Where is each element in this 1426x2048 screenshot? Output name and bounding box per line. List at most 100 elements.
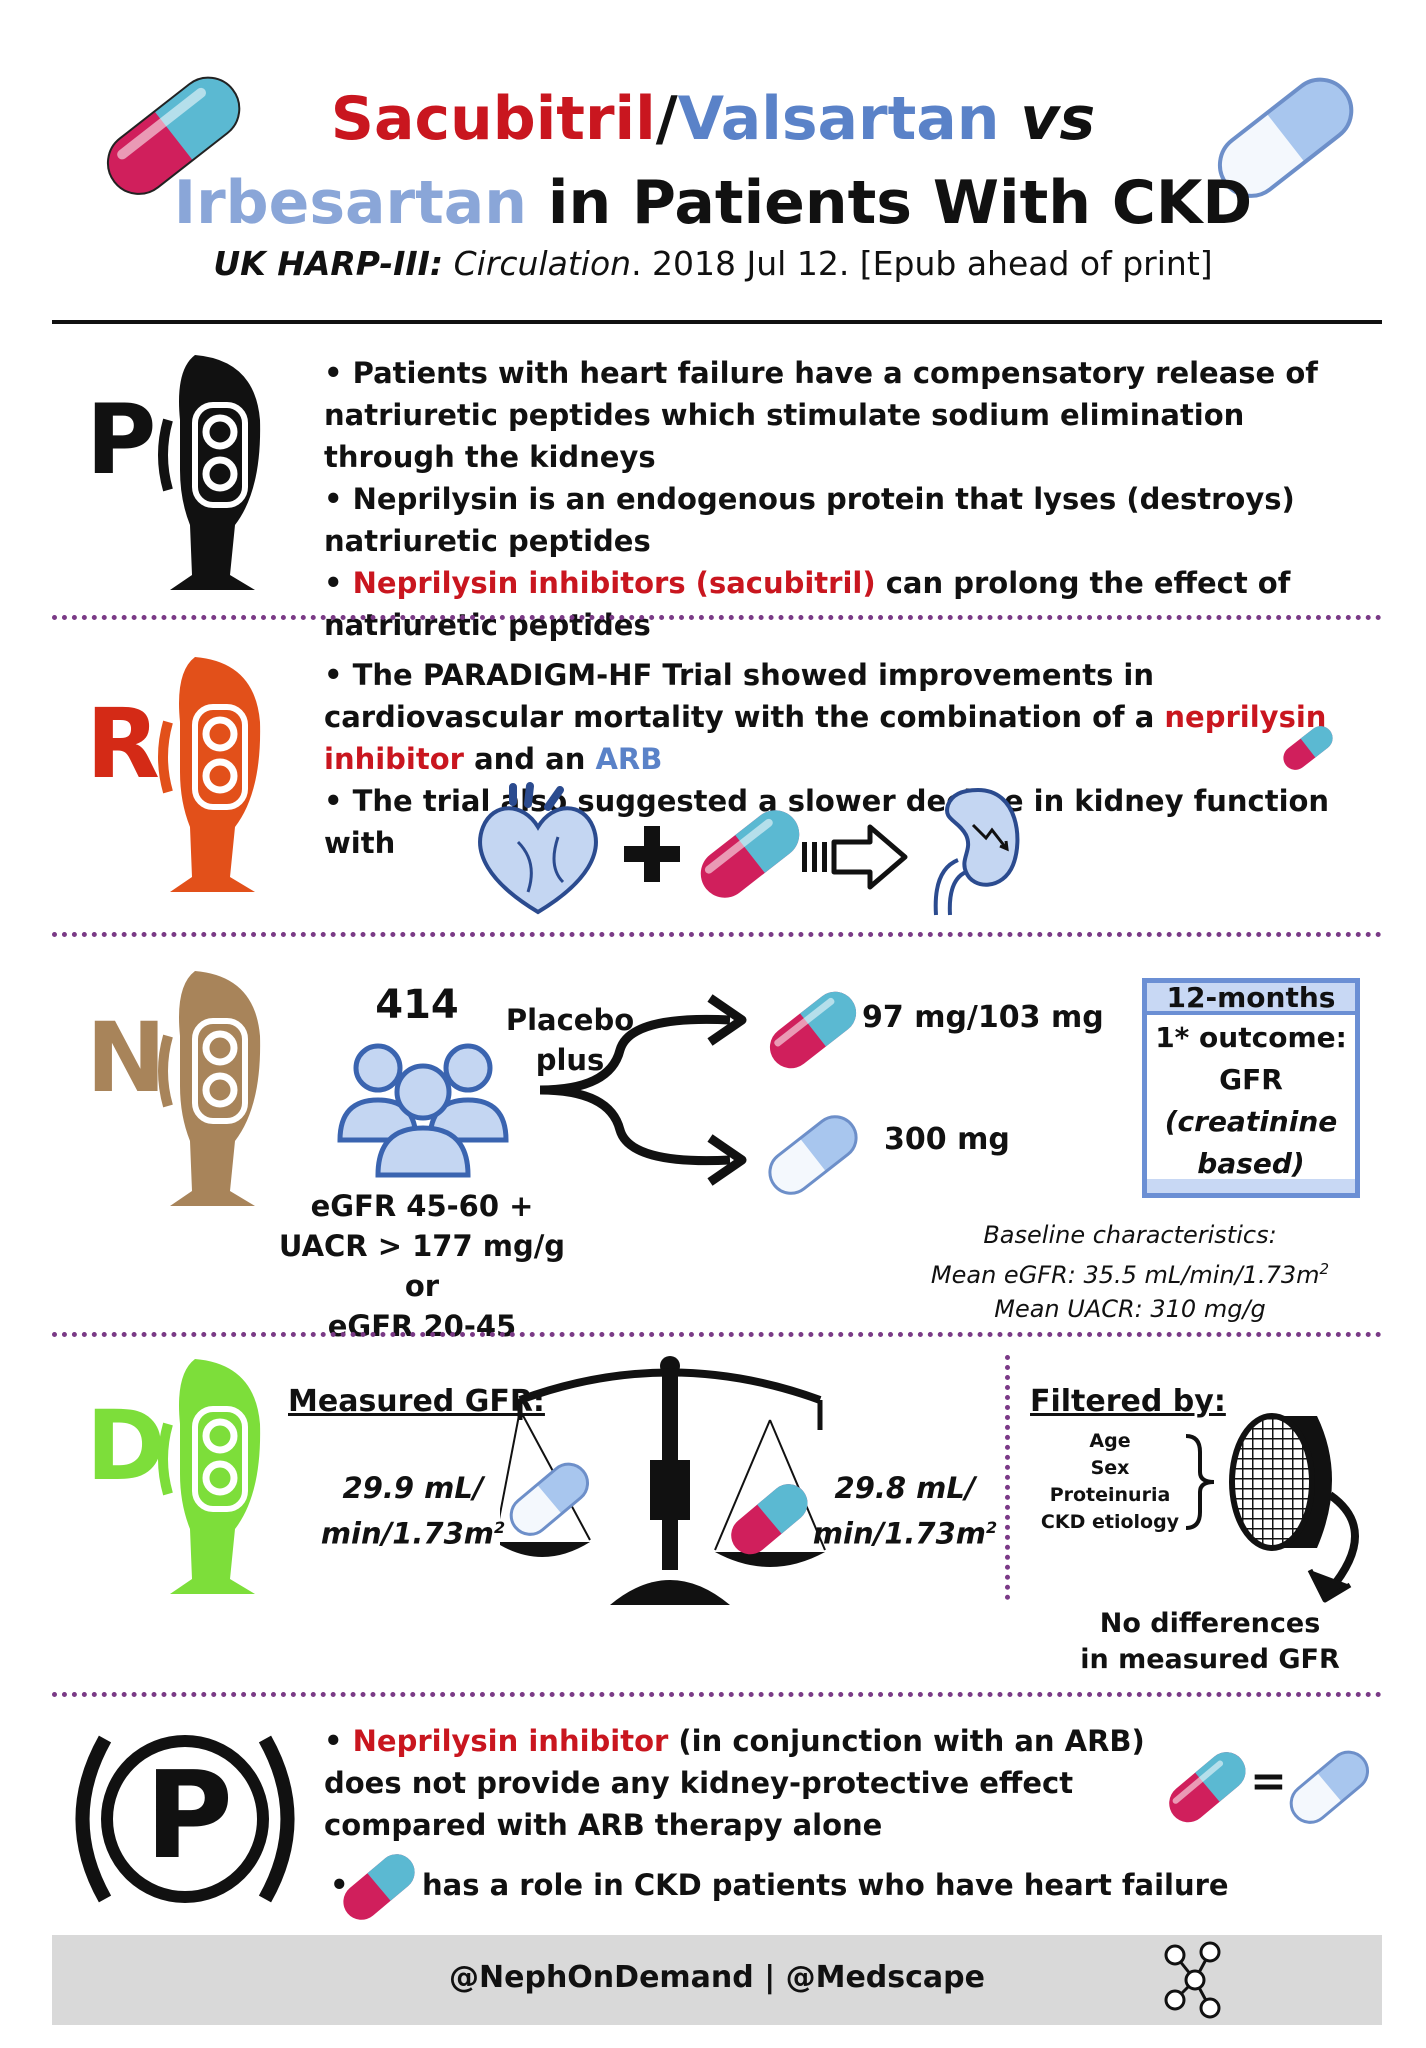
filter-ckd-etiology: CKD etiology	[1040, 1511, 1180, 1533]
network-people-icon	[1164, 1941, 1221, 2019]
title-rest: in Patients With CKD	[547, 168, 1253, 238]
right-gfr-unit: min/1.73m	[812, 1516, 987, 1551]
n-letter: N	[86, 1002, 167, 1114]
divider-1	[52, 615, 1382, 620]
right-gfr-line-1: 29.8 mL/	[834, 1471, 976, 1505]
p-bullet-3-highlight: Neprilysin inhibitors (sacubitril)	[352, 566, 876, 600]
outcome-line-1: 1* outcome:	[1155, 1021, 1347, 1054]
conclusion-bullet-1: • Neprilysin inhibitor (in conjunction w…	[324, 1720, 1184, 1846]
page-title-line-2: Irbesartan in Patients With CKD	[0, 166, 1426, 240]
left-gfr-sup: 2	[494, 1518, 506, 1537]
no-differences: No differences in measured GFR	[1080, 1606, 1340, 1678]
header-divider	[52, 320, 1382, 324]
r-bullet-1-neprilysin: neprilysin inhibitor	[324, 700, 1327, 776]
citation: UK HARP-III: Circulation. 2018 Jul 12. […	[0, 244, 1426, 283]
page-title-line-1: Sacubitril/Valsartan vs	[0, 82, 1426, 156]
conclusion-bullet-2: has a role in CKD patients who have hear…	[422, 1868, 1229, 1902]
conclusion-neprilysin: Neprilysin inhibitor	[352, 1724, 669, 1758]
divider-4	[52, 1692, 1382, 1697]
plus-icon	[624, 826, 680, 882]
d-shield-icon	[158, 1359, 261, 1594]
right-gfr-sup: 2	[986, 1518, 998, 1537]
curved-arrow-icon	[1307, 1491, 1359, 1603]
conclusion-text-1: • Neprilysin inhibitor (in conjunction w…	[324, 1720, 1184, 1846]
outcome-line-4: based)	[1197, 1147, 1305, 1180]
r-bullets: • The PARADIGM-HF Trial showed improveme…	[324, 654, 1364, 864]
n-criteria-2: UACR > 177 mg/g or	[278, 1229, 566, 1303]
p-bullet-2: • Neprilysin is an endogenous protein th…	[324, 482, 1295, 558]
equals-sign: =	[1250, 1756, 1287, 1807]
p-bullet-1: • Patients with heart failure have a com…	[324, 356, 1318, 474]
n-criteria-1: eGFR 45-60 +	[310, 1189, 534, 1223]
equals-left-pill-icon	[1169, 1752, 1246, 1823]
divider-2	[52, 932, 1382, 937]
n-criteria-3: eGFR 20-45	[327, 1309, 517, 1343]
balance-scale-icon	[500, 1356, 826, 1605]
right-gfr-line-2: min/1.73m2	[810, 1508, 1000, 1554]
n-criteria: eGFR 45-60 + UACR > 177 mg/g or eGFR 20-…	[262, 1186, 582, 1346]
filter-sex: Sex	[1090, 1457, 1130, 1479]
kidney-declining-icon	[933, 787, 1020, 916]
outcome-box: 12-months 1* outcome: GFR (creatinine ba…	[1142, 978, 1360, 1198]
citation-journal: Circulation	[453, 244, 632, 283]
n-count: 414	[375, 982, 459, 1028]
n-placebo: Placebo plus	[505, 1003, 635, 1077]
title-irbesartan: Irbesartan	[173, 168, 527, 238]
branch-arrows-icon	[539, 994, 747, 1186]
combo-pill-icon	[700, 810, 800, 898]
r-letter: R	[86, 688, 160, 800]
title-slash: /	[655, 84, 678, 154]
brace-icon	[1185, 1434, 1215, 1530]
footer-handles: @NephOnDemand | @Medscape	[449, 1960, 985, 1995]
r-bullet-1: • The PARADIGM-HF Trial showed improveme…	[324, 654, 1364, 780]
outcome-box-header: 12-months	[1147, 983, 1355, 1015]
irb-pill-icon	[768, 1115, 858, 1195]
no-differences-line-2: in measured GFR	[1080, 1644, 1340, 1675]
filter-age: Age	[1089, 1430, 1131, 1452]
filters-list: Age Sex Proteinuria CKD etiology	[1040, 1428, 1180, 1536]
p-letter: P	[86, 384, 157, 496]
r-shield-icon	[158, 657, 261, 892]
baseline-egfr: Mean eGFR: 35.5 mL/min/1.73m2	[900, 1252, 1360, 1292]
left-gfr-line-2: min/1.73m2	[318, 1508, 508, 1554]
citation-trial: UK HARP-III:	[213, 244, 444, 283]
title-valsartan: Valsartan	[677, 84, 1000, 154]
left-gfr-line-1: 29.9 mL/	[342, 1471, 484, 1505]
baseline-title: Baseline characteristics:	[983, 1221, 1277, 1249]
arrow-right-icon	[802, 824, 908, 890]
r-inline-pill-icon	[1283, 726, 1333, 770]
title-vs: vs	[1020, 84, 1096, 154]
r-bullet-1-arb: ARB	[595, 742, 663, 776]
d-vertical-divider	[1005, 1355, 1010, 1600]
heart-icon	[478, 782, 598, 915]
parking-p-icon	[75, 1735, 295, 1903]
n-shield-icon	[158, 971, 261, 1206]
conclusion-rest-1: (in conjunction with an ARB) does not pr…	[324, 1724, 1145, 1842]
conclusion-pill-icon	[343, 1854, 415, 1920]
p-bullet-3-rest: can prolong the effect of natriuretic pe…	[324, 566, 1291, 642]
measured-gfr-title: Measured GFR:	[288, 1384, 545, 1419]
p-bullet-3: • Neprilysin inhibitors (sacubitril) can…	[324, 562, 1364, 646]
baseline-egfr-text: Mean eGFR: 35.5 mL/min/1.73m	[930, 1261, 1320, 1289]
filter-mesh-icon	[1229, 1413, 1332, 1551]
r-bullet-1-mid: and an	[463, 742, 596, 776]
r-bullet-1-text: • The PARADIGM-HF Trial showed improveme…	[324, 658, 1165, 734]
header-pill-right-icon	[1217, 77, 1354, 198]
p-shield-icon	[158, 355, 261, 590]
scale-left-pill-icon	[509, 1462, 590, 1536]
sv-pill-icon	[769, 991, 857, 1069]
n-dose-irb: 300 mg	[884, 1122, 1010, 1157]
left-gfr-unit: min/1.73m	[320, 1516, 495, 1551]
conclusion-mark-1: •	[324, 1724, 353, 1758]
left-gfr-value: 29.9 mL/ min/1.73m2	[318, 1468, 508, 1554]
conclusion-letter: P	[145, 1747, 233, 1886]
divider-3	[52, 1332, 1382, 1337]
baseline: Baseline characteristics: Mean eGFR: 35.…	[900, 1218, 1360, 1326]
baseline-egfr-sup: 2	[1319, 1260, 1330, 1278]
no-differences-line-1: No differences	[1099, 1608, 1321, 1639]
header-pill-left-icon	[106, 76, 241, 195]
conclusion-bullet-2-mark: •	[330, 1868, 349, 1902]
scale-right-pill-icon	[731, 1484, 808, 1555]
footer-bar	[52, 1935, 1382, 2025]
outcome-line-2: GFR	[1219, 1063, 1283, 1096]
